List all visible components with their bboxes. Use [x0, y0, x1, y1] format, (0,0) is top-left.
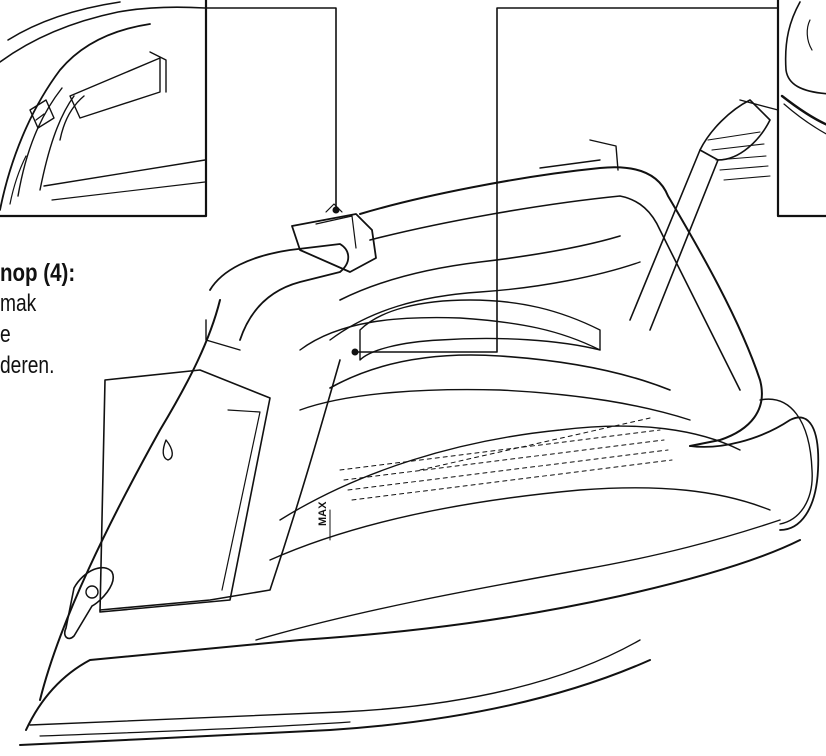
max-fill-label: MAX	[317, 501, 329, 526]
detail-inset-right	[776, 0, 826, 218]
leader-lines	[205, 7, 779, 356]
callout-caption: nop (4): mak e deren.	[0, 258, 140, 381]
detail-inset-left	[0, 0, 208, 218]
caption-line-3: deren.	[0, 352, 55, 379]
caption-line-1: mak	[0, 290, 37, 317]
caption-line-2: e	[0, 321, 11, 348]
steam-vents	[339, 417, 673, 501]
caption-heading: nop (4):	[0, 259, 76, 287]
iron-body	[19, 99, 820, 746]
